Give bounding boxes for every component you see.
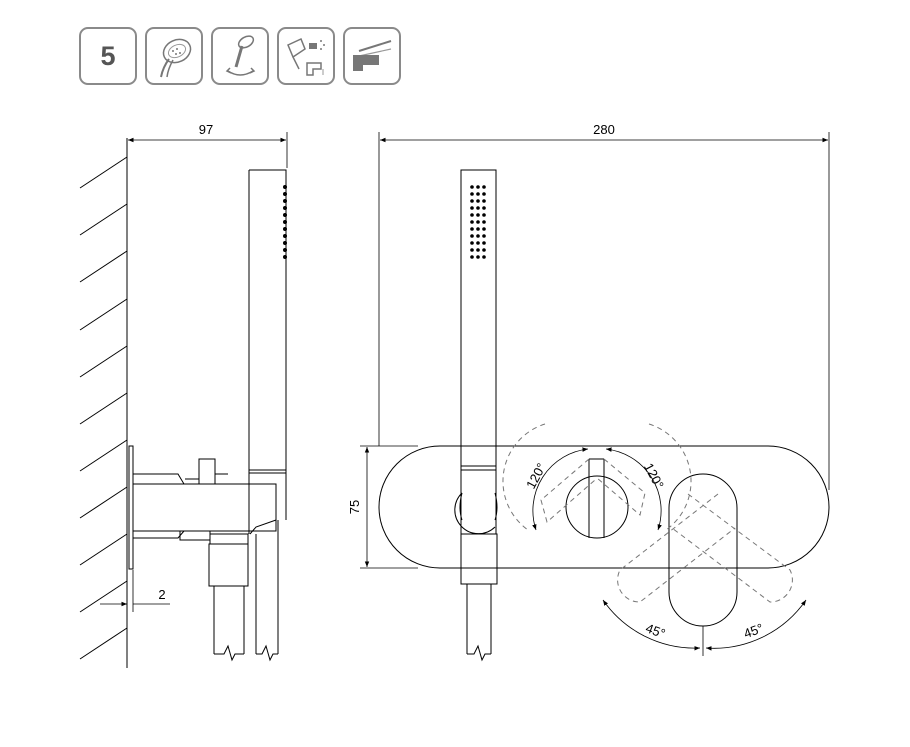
warranty-badge: 5 <box>79 27 137 85</box>
arc-rot-left <box>502 423 546 531</box>
side-view <box>79 138 287 668</box>
side-outlet-nut <box>208 543 249 587</box>
lever-tap-badge <box>343 27 401 85</box>
side-mixer-body <box>132 483 277 532</box>
arc-rot-right <box>648 423 692 531</box>
front-cover-plate <box>378 445 830 569</box>
side-body-bottom <box>133 530 185 539</box>
side-hose-break <box>214 644 244 662</box>
rotation-right-label: 120° <box>641 460 667 491</box>
side-knob <box>198 458 216 485</box>
side-body-top <box>133 473 185 485</box>
dim-plate-height-label: 75 <box>347 500 362 514</box>
side-shower-hose-break <box>256 644 278 662</box>
side-union-nut <box>179 530 211 541</box>
rotating-hand-shower-badge <box>211 27 269 85</box>
lever-tap-icon <box>353 40 392 71</box>
side-shower-back <box>249 169 287 520</box>
dim-plate-gap-label: 2 <box>158 587 165 602</box>
easy-clean-icon <box>287 37 325 76</box>
dim-total-width <box>378 132 830 490</box>
easy-clean-badge <box>277 27 335 85</box>
shower-head-icon <box>160 38 192 78</box>
shower-head-badge <box>145 27 203 85</box>
dashed-positions <box>502 423 793 603</box>
warranty-years: 5 <box>100 40 116 71</box>
front-outlet <box>460 533 498 585</box>
wall-hatching <box>79 156 128 660</box>
diverter-knob <box>565 475 629 539</box>
feature-badges: 5 <box>79 27 401 85</box>
front-nozzles <box>470 185 486 259</box>
front-holder-ring <box>454 492 496 535</box>
dim-plate-gap <box>100 570 170 612</box>
lever-left-label: 45° <box>644 620 668 641</box>
front-hose-break <box>467 644 491 662</box>
dim-plate-height <box>360 445 418 569</box>
side-outlet-top <box>209 533 249 545</box>
lever-right-label: 45° <box>742 620 766 641</box>
rotation-left-label: 120° <box>523 460 549 491</box>
lever-rot-left <box>617 493 736 603</box>
dim-side-depth-label: 97 <box>199 122 213 137</box>
side-cover-plate <box>128 445 134 570</box>
front-shower-neck <box>460 470 497 534</box>
rotating-hand-shower-icon <box>225 35 256 76</box>
side-holder <box>249 483 277 535</box>
lever-arcs <box>602 599 807 656</box>
rotation-arcs <box>532 447 662 531</box>
front-view <box>378 169 830 662</box>
side-knob-ledge <box>185 473 228 480</box>
dim-total-width-label: 280 <box>593 122 615 137</box>
lever-rot-right <box>671 493 793 603</box>
dim-side-depth <box>128 132 288 168</box>
mixer-lever <box>668 473 738 627</box>
side-nozzles <box>283 185 287 259</box>
front-holder-sides <box>459 492 498 521</box>
